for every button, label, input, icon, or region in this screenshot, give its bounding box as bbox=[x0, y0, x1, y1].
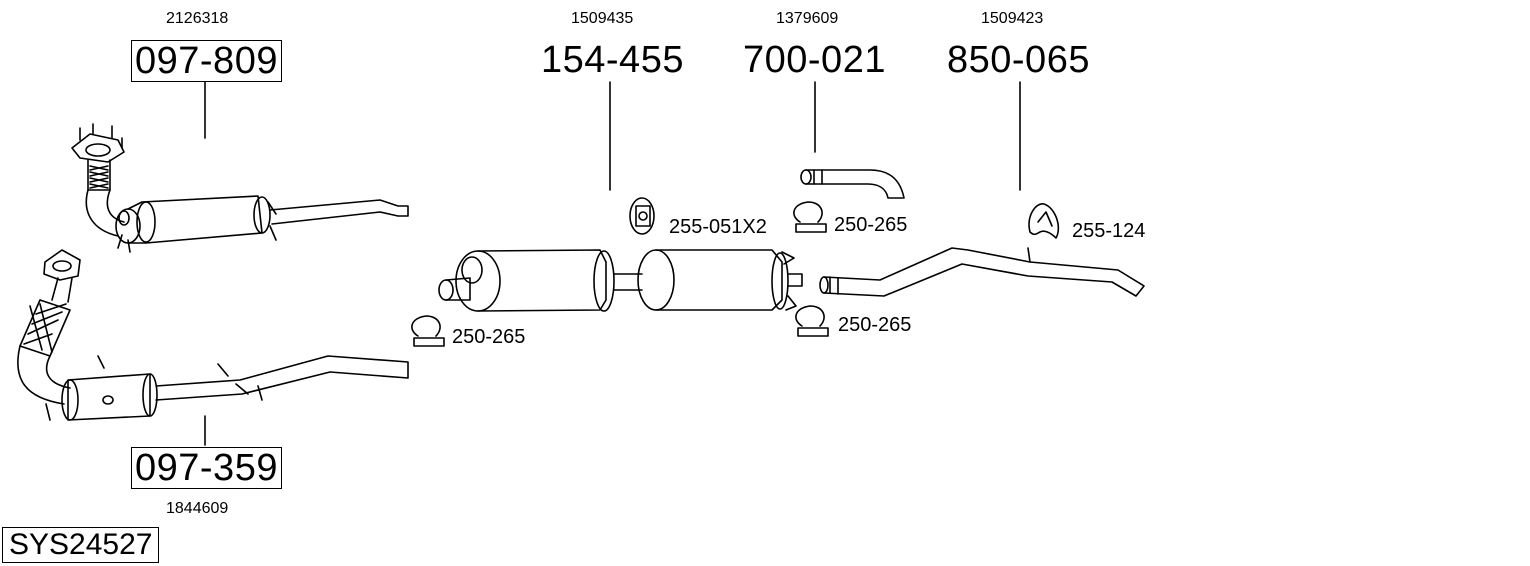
middle-silencer-drawing bbox=[439, 250, 802, 311]
clamp-tail-drawing bbox=[794, 202, 826, 232]
system-code-label: SYS24527 bbox=[2, 527, 160, 563]
accessory-label-clamp-front[interactable]: 250-265 bbox=[452, 326, 526, 348]
part-number-154-455[interactable]: 154-455 bbox=[541, 39, 684, 81]
rubber-mount-255-124-drawing bbox=[1029, 204, 1058, 238]
clamp-middle-drawing bbox=[796, 306, 828, 336]
accessory-label-clamp-middle[interactable]: 250-265 bbox=[838, 314, 912, 336]
rear-pipe-drawing bbox=[820, 248, 1144, 296]
catalytic-converter-drawing bbox=[18, 250, 408, 420]
tail-pipe-drawing bbox=[801, 170, 904, 198]
accessory-label-255-051x2[interactable]: 255-051X2 bbox=[669, 216, 767, 238]
ref-number-1379609: 1379609 bbox=[776, 10, 839, 27]
part-number-097-359[interactable]: 097-359 bbox=[131, 447, 282, 489]
ref-number-1509435: 1509435 bbox=[571, 10, 634, 27]
part-number-097-809[interactable]: 097-809 bbox=[131, 40, 282, 82]
accessory-label-255-124[interactable]: 255-124 bbox=[1072, 220, 1146, 242]
part-number-700-021[interactable]: 700-021 bbox=[743, 39, 886, 81]
clamp-front-drawing bbox=[412, 316, 444, 346]
ref-number-1509423: 1509423 bbox=[981, 10, 1044, 27]
front-pipe-upper-drawing bbox=[72, 124, 408, 252]
ref-number-2126318: 2126318 bbox=[166, 10, 229, 27]
accessory-label-clamp-tail[interactable]: 250-265 bbox=[834, 214, 908, 236]
part-number-850-065[interactable]: 850-065 bbox=[947, 39, 1090, 81]
ref-number-1844609: 1844609 bbox=[166, 500, 229, 517]
rubber-mount-255-051-drawing bbox=[630, 198, 654, 234]
